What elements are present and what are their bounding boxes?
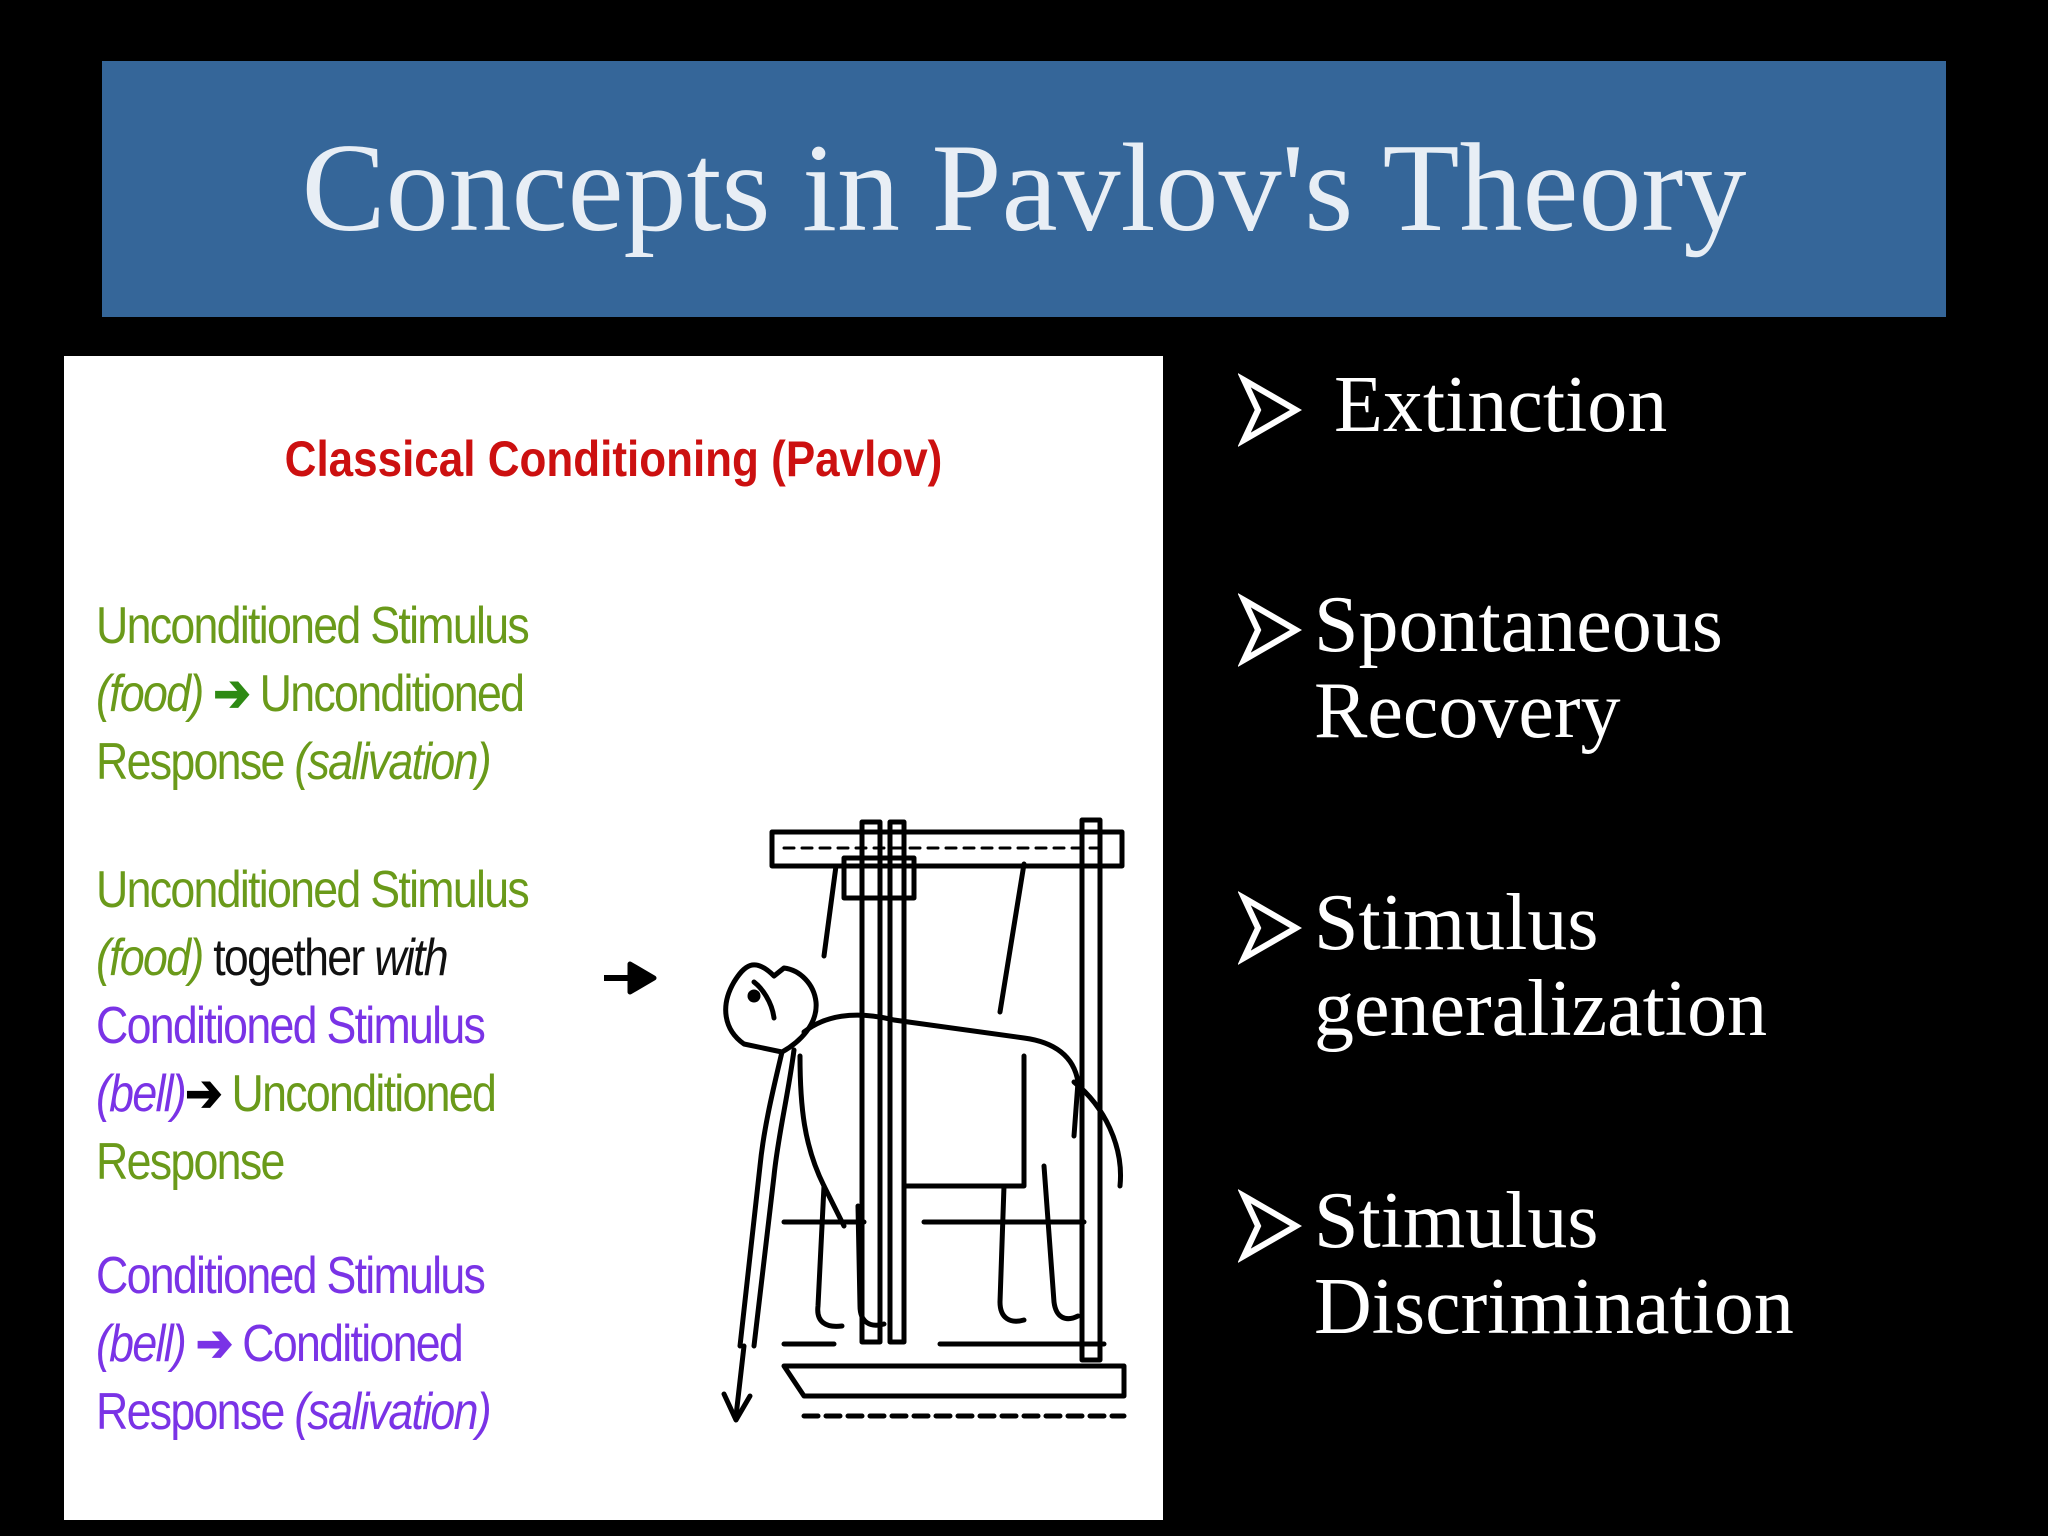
us-label: Unconditioned Stimulus: [96, 597, 530, 655]
us-label: Unconditioned Stimulus: [96, 861, 530, 919]
ur-label: Unconditioned: [259, 665, 525, 723]
response-label: Response: [96, 1383, 285, 1441]
bell-label: (bell): [96, 1065, 187, 1123]
classical-conditioning-figure: Classical Conditioning (Pavlov) Uncondit…: [64, 356, 1163, 1520]
bell-label: (bell): [96, 1315, 187, 1373]
arrow-icon: ➔: [195, 1315, 233, 1373]
pairing-block: Unconditioned Stimulus (food) together w…: [96, 856, 578, 1196]
list-item: Extinction: [1238, 362, 1667, 450]
together-label: together: [213, 929, 365, 987]
slide-title: Concepts in Pavlov's Theory: [301, 119, 1747, 258]
arrowhead-bullet-icon: [1238, 593, 1303, 667]
bullet-label: Stimulus generalization: [1314, 879, 1768, 1053]
food-label: (food): [96, 929, 204, 987]
ur-label: Unconditioned: [231, 1065, 497, 1123]
cs-label: Conditioned Stimulus: [96, 1247, 486, 1305]
bullet-label: Extinction: [1334, 361, 1668, 449]
salivation-label: (salivation): [294, 733, 491, 791]
response-label: Response: [96, 733, 285, 791]
arrow-icon: ➔: [185, 1065, 222, 1123]
arrowhead-bullet-icon: [1238, 373, 1303, 447]
unconditioned-block: Unconditioned Stimulus (food) ➔ Uncondit…: [96, 592, 578, 796]
food-label: (food): [96, 665, 204, 723]
list-item: Stimulus Discrimination: [1238, 1178, 1794, 1350]
with-label: with: [374, 929, 448, 987]
conditioned-block: Conditioned Stimulus (bell) ➔ Conditione…: [96, 1242, 578, 1446]
cr-label: Conditioned: [242, 1315, 463, 1373]
title-bar: Concepts in Pavlov's Theory: [102, 61, 1946, 317]
arrowhead-bullet-icon: [1238, 891, 1303, 965]
arrowhead-bullet-icon: [1238, 1189, 1303, 1263]
list-item: Spontaneous Recovery: [1238, 582, 1723, 754]
figure-heading: Classical Conditioning (Pavlov): [284, 431, 943, 487]
response-label: Response: [96, 1133, 285, 1191]
salivation-label: (salivation): [294, 1383, 491, 1441]
list-item: Stimulus generalization: [1238, 880, 1767, 1052]
pavlov-dog-illustration: [604, 817, 1127, 1423]
cs-label: Conditioned Stimulus: [96, 997, 486, 1055]
arrow-icon: ➔: [213, 665, 250, 723]
bullet-label: Spontaneous Recovery: [1314, 581, 1723, 755]
bullet-label: Stimulus Discrimination: [1314, 1177, 1794, 1351]
